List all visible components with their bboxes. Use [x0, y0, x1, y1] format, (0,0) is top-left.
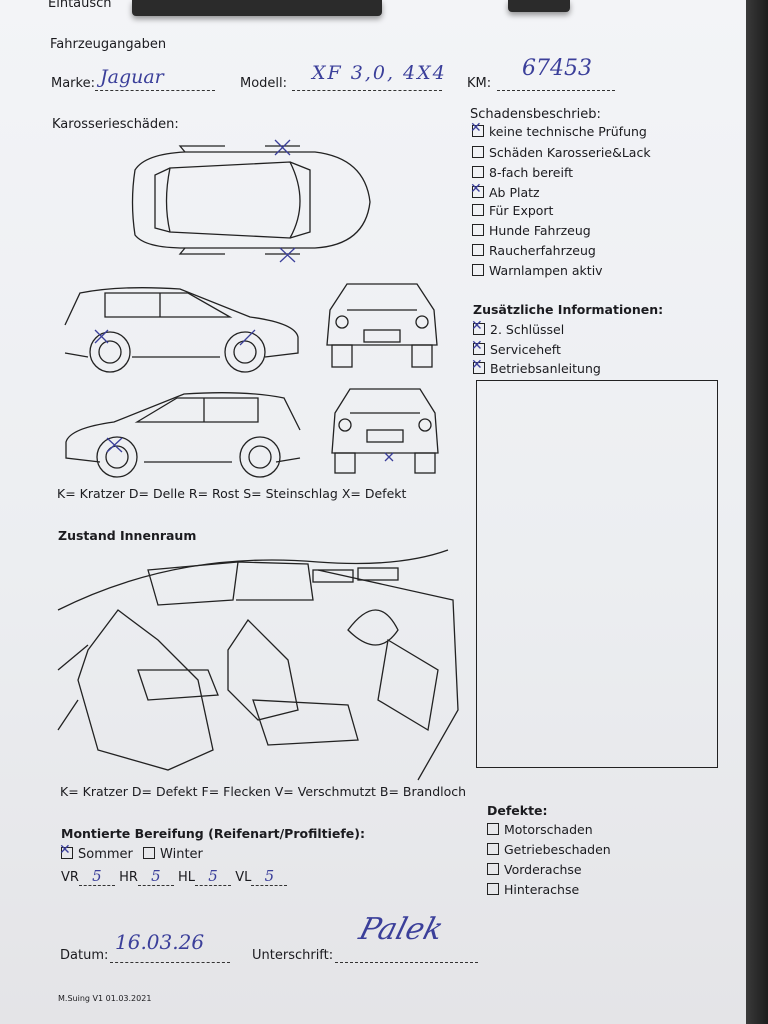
date-field[interactable]	[110, 946, 230, 963]
checkbox-label: keine technische Prüfung	[489, 124, 647, 139]
checkbox[interactable]	[487, 863, 499, 875]
checkbox[interactable]	[472, 244, 484, 256]
checkbox[interactable]	[470, 181, 484, 198]
checkbox-label: Getriebeschaden	[504, 842, 611, 857]
checkbox[interactable]	[471, 357, 485, 374]
signature-field[interactable]	[335, 946, 478, 963]
signature-label: Unterschrift:	[252, 948, 334, 963]
hr-field[interactable]: 5	[137, 867, 174, 886]
checkbox-label: Raucherfahrzeug	[489, 243, 596, 258]
checkbox-item[interactable]: Schäden Karosserie&Lack	[472, 145, 651, 160]
checkbox-label: Für Export	[489, 203, 554, 218]
brand-label: Marke:	[51, 76, 95, 91]
interior-diagram[interactable]	[57, 549, 459, 781]
checkbox-item[interactable]: Hunde Fahrzeug	[472, 223, 591, 238]
body-damage-legend: K= Kratzer D= Delle R= Rost S= Steinschl…	[57, 486, 407, 501]
checkbox-item[interactable]: keine technische Prüfung	[470, 120, 647, 139]
checkbox-item[interactable]: Für Export	[472, 203, 553, 218]
checkbox-item[interactable]: Vorderachse	[487, 862, 582, 877]
checkbox-label: Hinterachse	[504, 882, 580, 897]
checkbox[interactable]	[472, 264, 484, 276]
defects-title: Defekte:	[487, 803, 548, 818]
tire-type-row: Sommer Winter	[59, 842, 203, 862]
checkbox-label: Motorschaden	[504, 822, 593, 837]
clipboard-clip	[132, 0, 382, 16]
checkbox-item[interactable]: Serviceheft	[471, 338, 561, 357]
car-rear-diagram[interactable]	[325, 385, 445, 477]
winter-checkbox[interactable]	[143, 847, 156, 859]
vl-field[interactable]: 5	[251, 867, 288, 886]
vr-label: VR	[61, 870, 79, 885]
winter-label: Winter	[160, 847, 203, 862]
checkbox-label: Ab Platz	[489, 185, 540, 200]
form-version: M.Suing V1 01.03.2021	[58, 994, 152, 1003]
checkbox-label: Hunde Fahrzeug	[489, 223, 591, 238]
clipboard-clip-right	[508, 0, 570, 12]
checkbox-label: 8-fach bereift	[489, 165, 574, 180]
checkbox-label: 2. Schlüssel	[490, 322, 565, 337]
body-damage-title: Karosserieschäden:	[52, 117, 179, 132]
checkbox-item[interactable]: 2. Schlüssel	[471, 318, 565, 337]
hr-label: HR	[119, 870, 138, 885]
form-title: Eintausch	[48, 0, 112, 11]
damage-description-title: Schadensbeschrieb:	[470, 107, 601, 122]
checkbox[interactable]	[471, 338, 485, 355]
checkbox-item[interactable]: Getriebeschaden	[487, 842, 611, 857]
brand-value: Jaguar	[100, 66, 164, 88]
notes-box[interactable]	[476, 380, 718, 768]
car-front-diagram[interactable]	[322, 280, 442, 372]
checkbox-item[interactable]: Ab Platz	[470, 181, 540, 200]
model-value: XF 3,0, 4X4	[312, 62, 447, 84]
brand-field[interactable]	[95, 76, 215, 91]
checkbox-label: Betriebsanleitung	[490, 361, 601, 376]
checkbox[interactable]	[470, 120, 484, 137]
checkbox-item[interactable]: Motorschaden	[487, 822, 593, 837]
summer-checkbox[interactable]	[59, 842, 73, 859]
date-label: Datum:	[60, 948, 109, 963]
checkbox-label: Serviceheft	[490, 342, 561, 357]
summer-label: Sommer	[78, 847, 133, 862]
checkbox[interactable]	[472, 166, 484, 178]
checkbox-label: Warnlampen aktiv	[489, 263, 603, 278]
car-top-view-diagram[interactable]	[125, 139, 375, 265]
hl-field[interactable]: 5	[195, 867, 232, 886]
checkbox-item[interactable]: 8-fach bereift	[472, 165, 573, 180]
vr-field[interactable]: 5	[78, 867, 115, 886]
interior-legend: K= Kratzer D= Defekt F= Flecken V= Versc…	[60, 784, 467, 799]
checkbox-item[interactable]: Raucherfahrzeug	[472, 243, 596, 258]
checkbox[interactable]	[487, 883, 499, 895]
additional-info-title: Zusätzliche Informationen:	[473, 302, 664, 317]
model-field[interactable]	[292, 76, 442, 91]
checkbox-item[interactable]: Hinterachse	[487, 882, 579, 897]
date-value: 16.03.26	[115, 930, 205, 954]
model-label: Modell:	[240, 76, 288, 91]
tires-title: Montierte Bereifung (Reifenart/Profiltie…	[61, 826, 365, 841]
checkbox-label: Schäden Karosserie&Lack	[489, 145, 651, 160]
km-value: 67453	[522, 56, 592, 81]
clipboard-edge	[746, 0, 768, 1024]
checkbox[interactable]	[472, 146, 484, 158]
checkbox[interactable]	[472, 204, 484, 216]
vl-label: VL	[235, 870, 252, 885]
car-left-side-diagram[interactable]	[60, 285, 305, 375]
checkbox-label: Vorderachse	[504, 862, 582, 877]
km-field[interactable]	[497, 76, 615, 91]
checkbox[interactable]	[487, 823, 499, 835]
checkbox[interactable]	[472, 224, 484, 236]
checkbox-item[interactable]: Warnlampen aktiv	[472, 263, 603, 278]
checkbox[interactable]	[487, 843, 499, 855]
car-right-side-diagram[interactable]	[62, 390, 307, 480]
checkbox-item[interactable]: Betriebsanleitung	[471, 357, 601, 376]
signature: Palek	[355, 912, 447, 947]
interior-title: Zustand Innenraum	[58, 528, 197, 543]
form-paper	[0, 0, 748, 1024]
vehicle-section-title: Fahrzeugangaben	[50, 37, 167, 52]
km-label: KM:	[467, 76, 492, 91]
checkbox[interactable]	[471, 318, 485, 335]
hl-label: HL	[178, 870, 196, 885]
